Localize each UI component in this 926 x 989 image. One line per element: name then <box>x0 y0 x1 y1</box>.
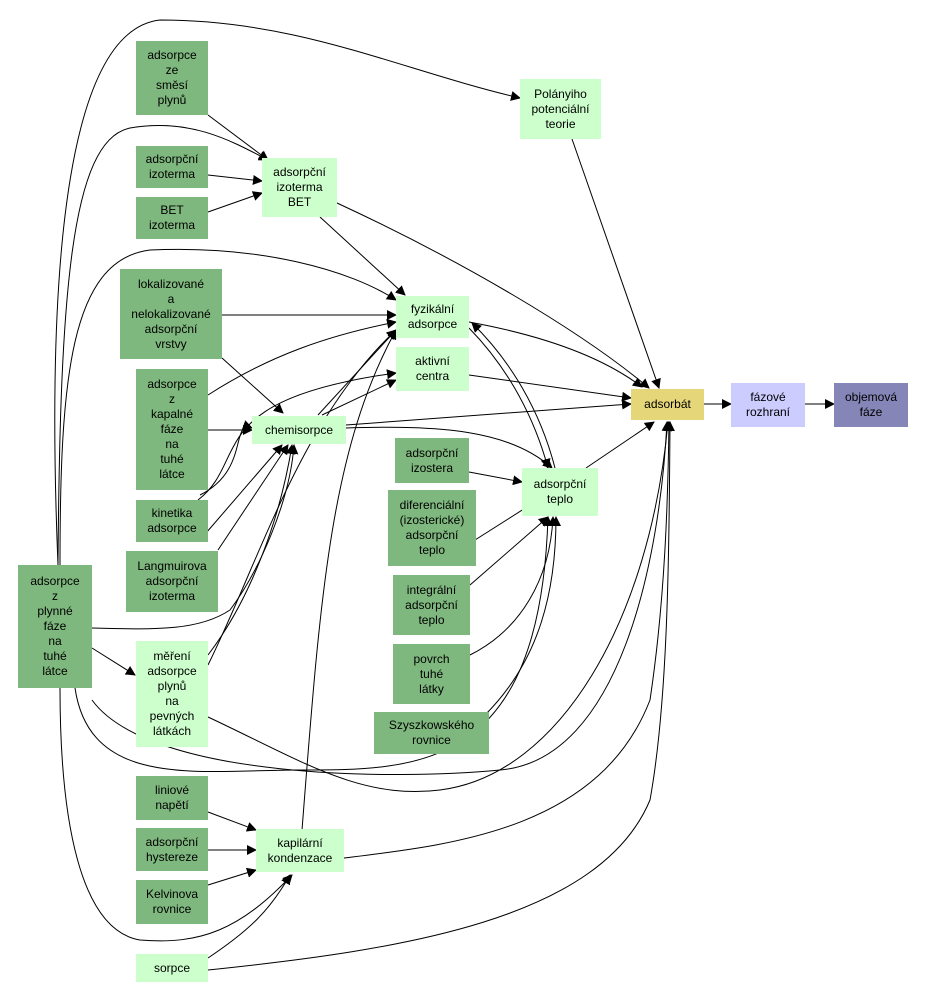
node-mereni-adsorpce: měření adsorpce plynů na pevných látkách <box>136 641 208 747</box>
edge-bet-to-adsorbat <box>336 202 650 389</box>
edge-mereni-to-chemisorpce <box>207 444 296 656</box>
edge-aktivni-to-adsorbat <box>468 374 632 402</box>
node-adsorpce-ze-smesi-plynu: adsorpce ze směsí plynů <box>136 41 208 115</box>
node-objemova-faze: objemová fáze <box>834 383 908 427</box>
edge-kinetika-to-chemisorpce <box>199 420 253 496</box>
edge-plynne-to-teplo <box>74 516 553 773</box>
edge-plynne-to-bet <box>57 125 269 566</box>
edge-izostera-to-teplo <box>468 471 523 486</box>
edge-mereni-to-adsorbat <box>207 421 673 792</box>
edge-bet-izoterma-to-bet <box>207 191 263 213</box>
edge-izoterma-to-bet <box>207 174 263 185</box>
node-chemisorpce: chemisorpce <box>252 416 346 444</box>
edge-teplo-to-adsorbat <box>585 421 655 469</box>
edge-teplo-to-fyzikalni <box>471 322 556 469</box>
edge-sorpce-to-kapilarni <box>207 874 291 959</box>
node-kapilarni-kondenzace: kapilární kondenzace <box>256 829 344 872</box>
edge-lokalizovane-to-chemisorpce <box>221 357 284 414</box>
node-povrch-tuhe-latky: povrch tuhé látky <box>393 644 470 704</box>
edge-polanyi-to-adsorbat <box>571 138 661 389</box>
edge-povrch-to-teplo <box>469 516 558 656</box>
edge-chemisorpce-to-aktivni <box>321 379 397 416</box>
edge-sorpce-to-adsorbat <box>207 421 675 971</box>
node-langmuirova-izoterma: Langmuirova adsorpční izoterma <box>126 551 218 612</box>
node-fyzikalni-adsorpce: fyzikální adsorpce <box>396 296 469 338</box>
edge-szyszkowskeho-to-teplo <box>484 516 561 716</box>
node-adsorpcni-izostera: adsorpční izostera <box>395 438 469 483</box>
edge-plynne-to-polanyi <box>54 19 521 566</box>
node-adsorpcni-hystereze: adsorpční hystereze <box>136 828 208 871</box>
edge-langmuir-to-chemisorpce <box>217 444 289 551</box>
edge-kelvinova-to-kapilarni <box>207 867 257 886</box>
edge-kinetika-to-aktivni <box>197 369 397 501</box>
node-adsorbat: adsorbát <box>631 389 704 420</box>
node-lokalizovane-vrstvy: lokalizované a nelokalizované adsorpční … <box>120 269 222 359</box>
node-bet-izoterma: BET izoterma <box>136 197 208 239</box>
edge-integralni-to-teplo <box>469 516 549 586</box>
edge-plynne-to-fyzikalni <box>59 248 397 566</box>
node-szyszkowskeho-rovnice: Szyszkowského rovnice <box>374 712 489 754</box>
node-adsorpcni-izoterma-bet: adsorpční izoterma BET <box>262 158 337 217</box>
edge-kinetika-to-chemisorpce2 <box>199 444 283 541</box>
node-adsorpce-z-kapalne-faze: adsorpce z kapalné fáze na tuhé látce <box>136 369 208 490</box>
edge-mereni-to-fyzikalni <box>207 329 397 666</box>
edge-chemisorpce-to-adsorbat <box>345 399 632 426</box>
edge-plynne-to-kapilarni <box>59 687 293 942</box>
node-kinetika-adsorpce: kinetika adsorpce <box>136 500 208 542</box>
edge-liniove-to-kapilarni <box>207 811 257 832</box>
node-diferencialni-teplo: diferenciální (izosterické) adsorpční te… <box>388 490 476 566</box>
edge-chemisorpce-to-teplo <box>345 426 553 469</box>
edge-fyzikalni-to-adsorbat <box>468 321 643 388</box>
node-aktivni-centra: aktivní centra <box>396 347 469 391</box>
node-integralni-teplo: integrální adsorpční teplo <box>393 575 470 635</box>
edge-bet-to-fyzikalni <box>319 216 406 296</box>
node-adsorpce-z-plynne-faze: adsorpce z plynné fáze na tuhé látce <box>18 565 92 688</box>
node-adsorpcni-teplo: adsorpční teplo <box>522 468 598 516</box>
edge-fyzikalni-to-teplo <box>468 327 551 469</box>
edge-kapilarni-to-adsorbat <box>343 421 674 859</box>
edge-plynne-to-mereni <box>91 647 136 676</box>
node-sorpce: sorpce <box>136 954 208 982</box>
node-liniove-napeti: liniové napětí <box>136 776 208 820</box>
edge-kapalne-to-fyzikalni <box>207 318 397 396</box>
edge-plynne-to-chemisorpce <box>91 444 299 630</box>
node-kelvinova-rovnice: Kelvinova rovnice <box>136 880 208 924</box>
node-adsorpcni-izoterma: adsorpční izoterma <box>136 146 208 188</box>
edge-ze-smesi-to-bet <box>207 114 269 161</box>
edge-kapilarni-to-fyzikalni <box>301 329 397 831</box>
node-polanyiho-teorie: Polányiho potenciální teorie <box>520 79 601 139</box>
node-fazove-rozhrani: fázové rozhraní <box>731 383 805 427</box>
